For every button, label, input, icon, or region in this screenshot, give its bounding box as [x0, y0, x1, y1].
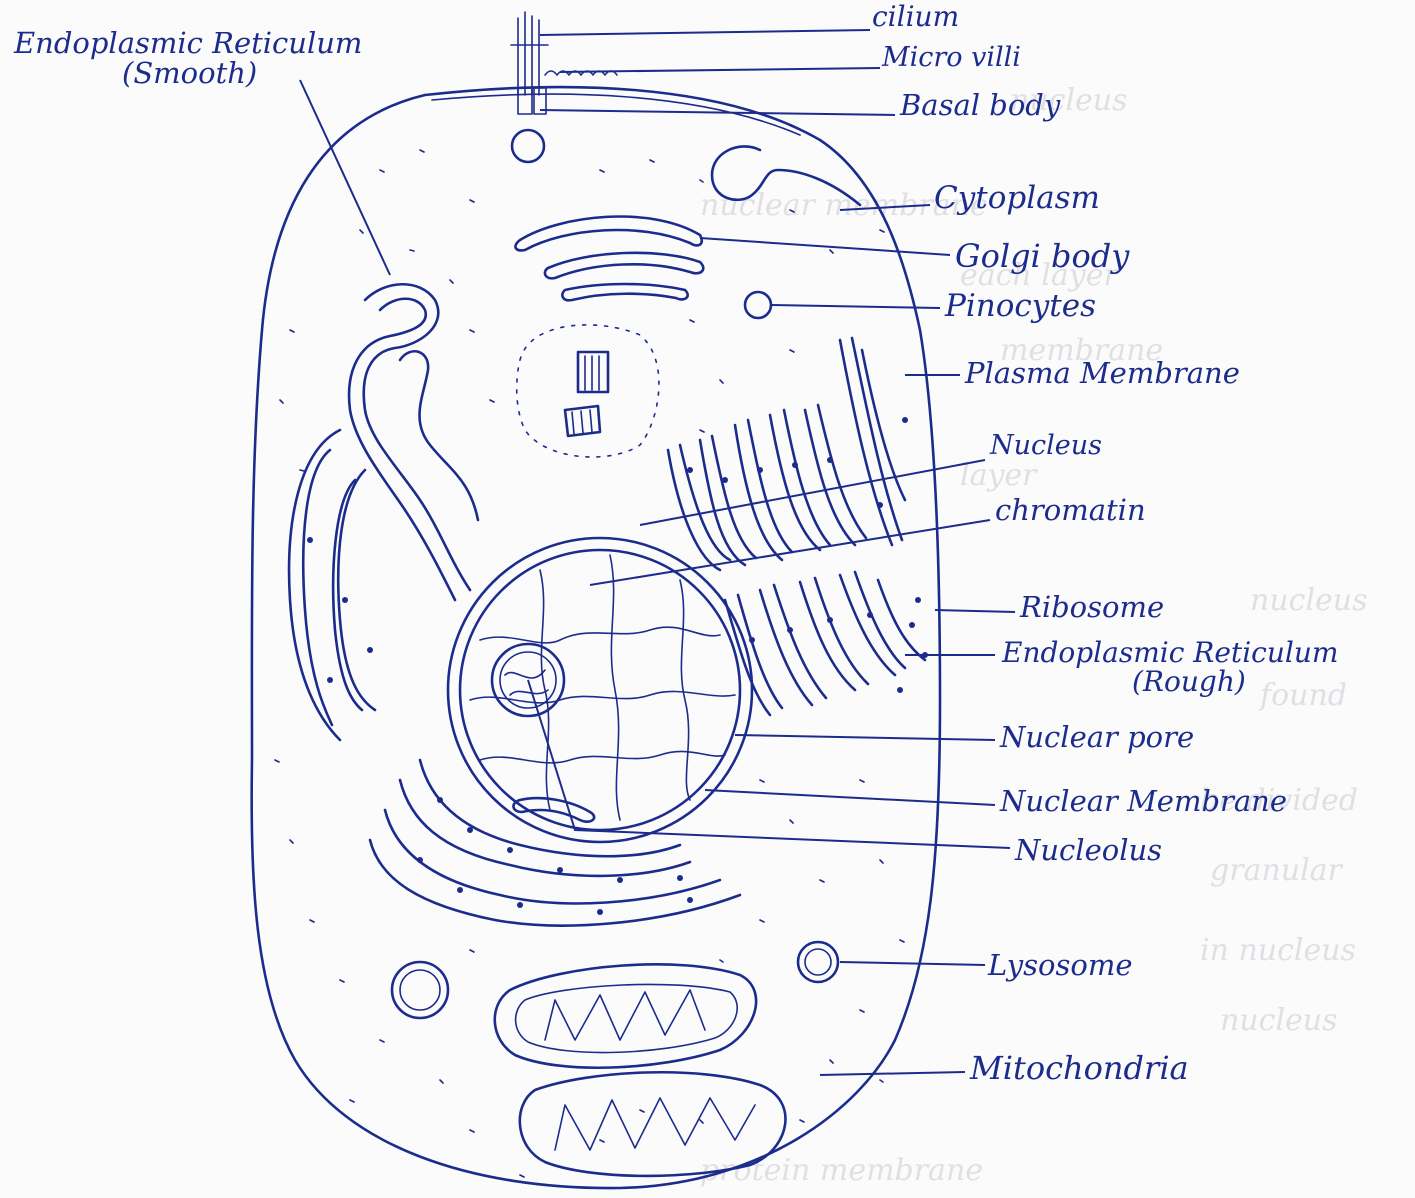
- leader-ribosome: [935, 610, 1015, 612]
- label-nucleus: Nucleus: [990, 432, 1102, 460]
- svg-text:nucleus: nucleus: [1250, 583, 1368, 618]
- svg-text:nucleus: nucleus: [1220, 1003, 1338, 1038]
- label-er-smooth-line2: (Smooth): [14, 58, 362, 88]
- rough-er-upper: [668, 338, 905, 570]
- mitochondria-shapes: [495, 964, 786, 1176]
- leader-nuclear-pore: [735, 735, 995, 740]
- label-chromatin: chromatin: [995, 495, 1146, 525]
- leader-golgi: [700, 238, 950, 255]
- label-er-smooth: Endoplasmic Reticulum (Smooth): [14, 28, 362, 89]
- label-er-rough: Endoplasmic Reticulum (Rough): [1002, 638, 1338, 697]
- leader-chromatin: [590, 520, 990, 585]
- label-microvilli: Micro villi: [882, 44, 1021, 72]
- label-er-rough-line1: Endoplasmic Reticulum: [1002, 638, 1338, 667]
- membrane-inner-line: [432, 94, 800, 135]
- label-pinocytes: Pinocytes: [945, 290, 1096, 323]
- label-ribosome: Ribosome: [1020, 592, 1164, 622]
- leader-mitochondria: [820, 1072, 965, 1075]
- svg-text:granular: granular: [1210, 853, 1344, 888]
- er-tubules-left: [289, 430, 375, 740]
- label-er-smooth-line1: Endoplasmic Reticulum: [14, 28, 362, 58]
- leader-microvilli: [560, 68, 880, 72]
- label-er-rough-line2: (Rough): [1002, 667, 1338, 696]
- label-plasma-membrane: Plasma Membrane: [965, 358, 1240, 388]
- cytoplasm-speckles: [275, 150, 904, 1177]
- centrosome-shape: [517, 325, 659, 457]
- leader-cilium: [540, 30, 870, 35]
- label-cilium: cilium: [872, 2, 959, 31]
- leader-basal-body: [540, 110, 895, 115]
- pinocyte-shape: [745, 292, 771, 318]
- vesicle-top: [512, 130, 544, 162]
- label-nuclear-pore: Nuclear pore: [1000, 722, 1194, 752]
- label-nuclear-membrane: Nuclear Membrane: [1000, 786, 1287, 816]
- leader-er-smooth: [300, 80, 390, 275]
- leader-nuclear-membrane: [705, 790, 995, 805]
- leader-lysosome: [840, 962, 985, 965]
- svg-text:protein membrane: protein membrane: [700, 1153, 983, 1188]
- svg-text:in nucleus: in nucleus: [1200, 933, 1356, 968]
- label-basal-body: Basal body: [900, 90, 1060, 120]
- label-mitochondria: Mitochondria: [970, 1052, 1189, 1086]
- golgi-body-shape: [515, 216, 703, 300]
- label-cytoplasm: Cytoplasm: [934, 182, 1100, 215]
- lysosome-shapes: [392, 942, 838, 1018]
- rough-er-bottom: [370, 760, 740, 926]
- smooth-er-shape: [349, 284, 478, 600]
- label-lysosome: Lysosome: [988, 950, 1132, 980]
- rough-er-lower: [725, 572, 925, 715]
- cilium-shape: [511, 12, 548, 95]
- label-golgi-body: Golgi body: [955, 240, 1129, 274]
- label-nucleolus: Nucleolus: [1015, 835, 1162, 865]
